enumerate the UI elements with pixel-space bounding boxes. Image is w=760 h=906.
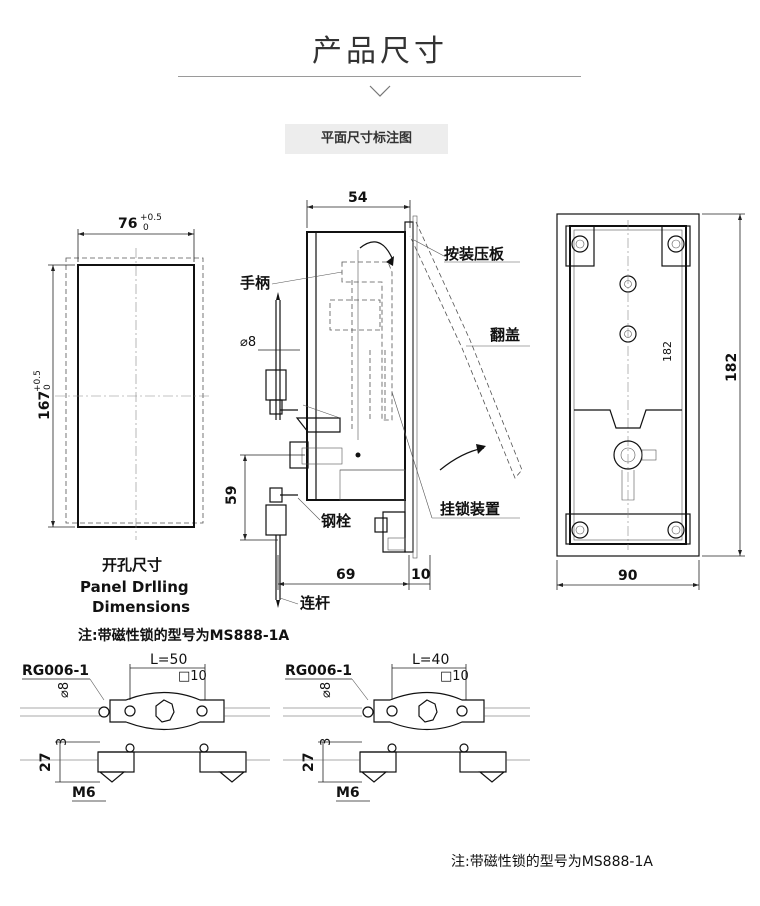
cutout-height-tol-lower: 0 (43, 384, 53, 390)
guide-2-height: 27 (301, 753, 317, 772)
side-depth-label: 54 (348, 190, 368, 206)
guide-assembly-2: RG006-1 L=40 □10 ⌀8 3 27 M6 (283, 652, 530, 802)
cutout-caption-cn: 开孔尺寸 (102, 556, 162, 574)
press-plate-callout: 按装压板 (444, 245, 505, 263)
padlock-callout: 挂锁装置 (440, 500, 500, 518)
cutout-caption-en-1: Panel Drlling (80, 578, 189, 596)
cutout-note: 注:带磁性锁的型号为MS888-1A (78, 627, 289, 644)
side-offset-69: 69 (336, 567, 355, 583)
front-height-label: 182 (724, 353, 740, 382)
guide-1-model: RG006-1 (22, 663, 89, 679)
front-inner-label: 182 (661, 341, 674, 362)
chevron-down-icon (369, 85, 391, 97)
guide-2-model: RG006-1 (285, 663, 352, 679)
guide-2-square: □10 (440, 669, 469, 684)
guide-assembly-1: RG006-1 L=50 □10 ⌀8 3 27 M6 (20, 652, 270, 802)
panel-cutout-view: 76 +0.5 0 167 +0.5 0 开孔尺寸 Panel Drlling … (33, 213, 289, 644)
guide-1-thread: M6 (72, 785, 96, 801)
bolt-callout: 钢栓 (321, 512, 351, 530)
front-width-label: 90 (618, 568, 638, 584)
side-diameter-label: ⌀8 (240, 335, 256, 350)
cutout-height-tol-upper: +0.5 (33, 370, 43, 392)
cutout-width-label: 76 (118, 216, 137, 232)
flap-callout: 翻盖 (490, 326, 520, 344)
side-offset-10: 10 (411, 567, 431, 583)
cutout-height-label: 167 (37, 391, 53, 420)
guide-1-length: L=50 (150, 652, 187, 668)
footnote: 注:带磁性锁的型号为MS888-1A (451, 854, 653, 870)
rod-callout: 连杆 (300, 594, 330, 612)
handle-callout: 手柄 (240, 274, 270, 292)
cutout-outer-dashed (65, 257, 204, 524)
guide-2-thread: M6 (336, 785, 360, 801)
guide-1-square: □10 (178, 669, 207, 684)
side-height-59: 59 (224, 486, 240, 505)
side-view: 54 (224, 190, 530, 612)
section-subtitle: 平面尺寸标注图 (285, 124, 448, 154)
guide-1-dia: ⌀8 (57, 682, 72, 698)
cutout-width-tol-upper: +0.5 (140, 213, 162, 223)
front-view: 182 182 90 (556, 213, 745, 590)
guide-1-height: 27 (38, 753, 54, 772)
cutout-width-tol-lower: 0 (143, 223, 149, 233)
cutout-caption-en-2: Dimensions (92, 598, 190, 616)
guide-2-dia: ⌀8 (319, 682, 334, 698)
guide-2-length: L=40 (412, 652, 449, 668)
page-title: 产品尺寸 (312, 34, 448, 69)
title-divider (178, 76, 581, 77)
